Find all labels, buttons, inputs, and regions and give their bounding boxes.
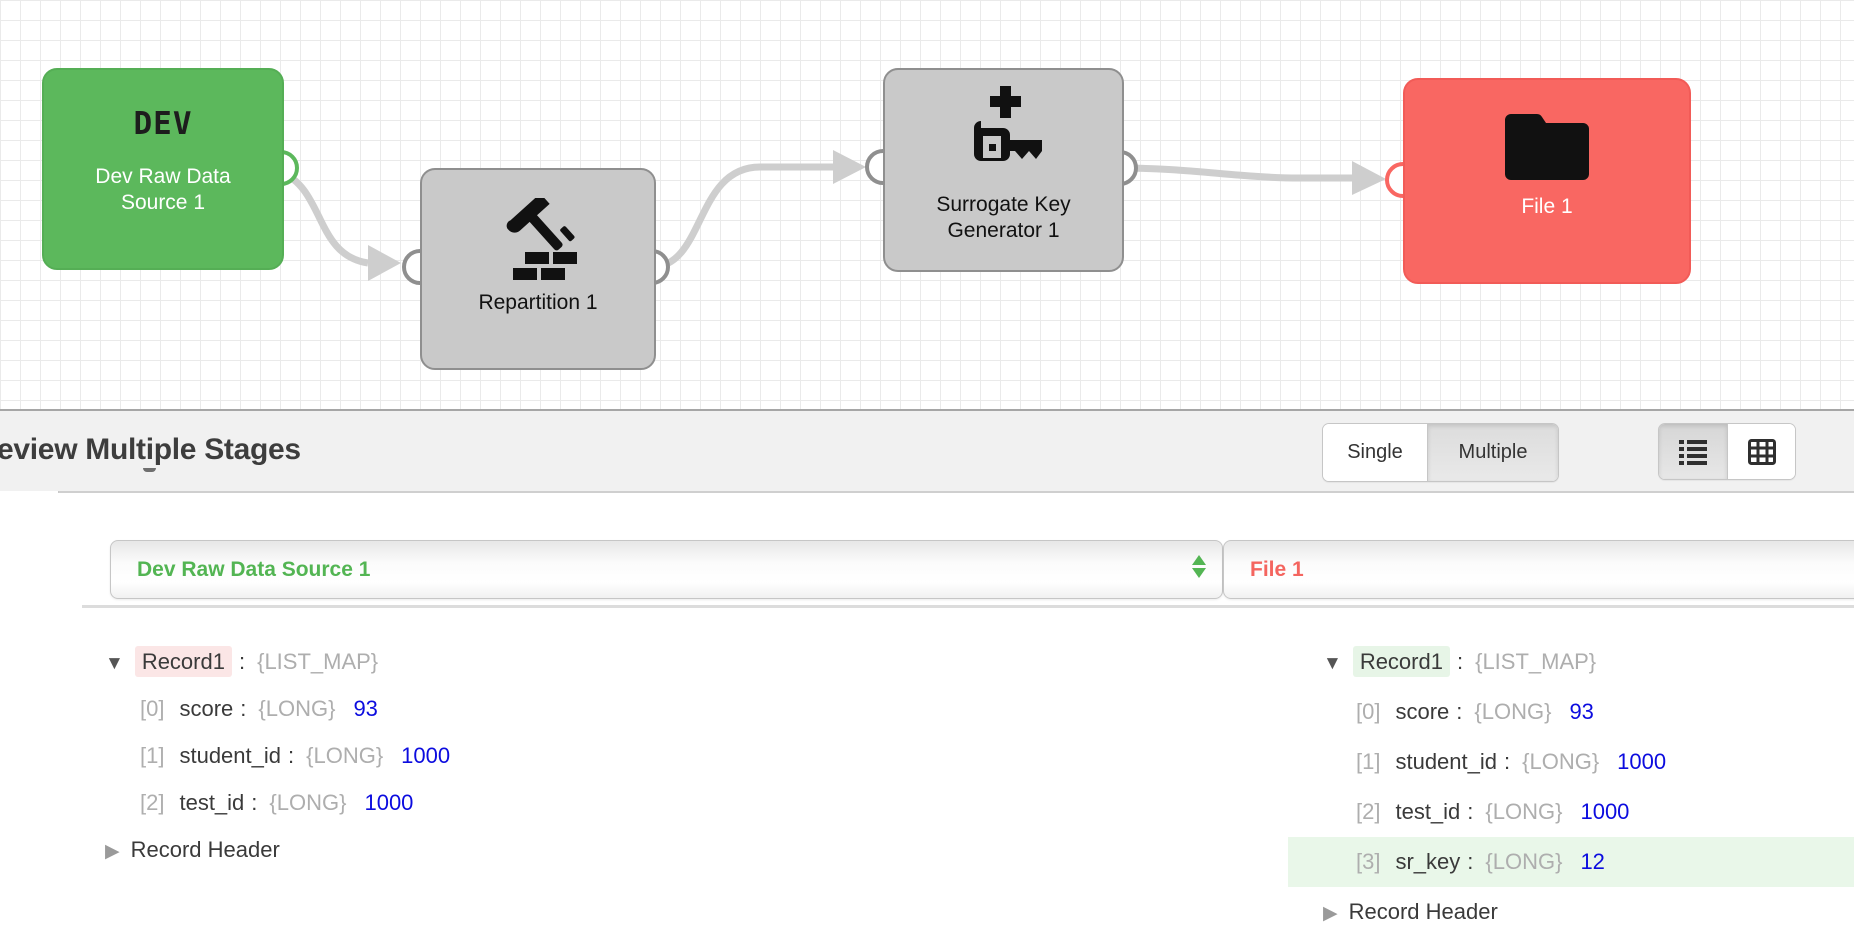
expand-caret-icon[interactable]: ▶ xyxy=(1323,903,1338,924)
multiple-mode-button[interactable]: Multiple xyxy=(1427,424,1558,481)
field-index: [1] xyxy=(140,743,165,768)
caret-down-icon xyxy=(143,468,156,472)
field-value: 93 xyxy=(353,696,378,721)
field-index: [2] xyxy=(140,790,165,815)
panel-divider xyxy=(82,605,1854,608)
connection-wire xyxy=(279,168,369,267)
preview-title: eview Multiple Stages xyxy=(0,433,301,466)
record-type: {LIST_MAP} xyxy=(257,649,379,674)
field-value: 12 xyxy=(1580,849,1605,874)
field-row: [2]test_id:{LONG}1000 xyxy=(1356,799,1630,824)
field-value: 93 xyxy=(1569,699,1594,724)
record-name: Record1 xyxy=(1352,646,1450,677)
stage-label: Dev Raw Data Source 1 xyxy=(95,165,231,214)
single-mode-button[interactable]: Single xyxy=(1323,424,1427,481)
field-row: [0]score:{LONG}93 xyxy=(140,696,378,721)
field-name: test_id xyxy=(179,790,245,815)
right-stage-selector-label: File 1 xyxy=(1250,557,1304,581)
hammer-bricks-icon xyxy=(506,198,577,280)
record-name: Record1 xyxy=(134,646,232,677)
connection-wire xyxy=(651,163,833,271)
record-row[interactable]: ▼Record1:{LIST_MAP} xyxy=(95,638,1095,685)
record-type: {LIST_MAP} xyxy=(1475,649,1597,674)
stage-node-file-destination[interactable]: File 1 xyxy=(1403,78,1691,284)
key-plus-icon xyxy=(973,86,1042,161)
record-row[interactable]: ▼Record1:{LIST_MAP} xyxy=(1288,637,1854,687)
left-stage-selector-label: Dev Raw Data Source 1 xyxy=(137,557,371,581)
record-header-label: Record Header xyxy=(1348,899,1498,924)
stage-label: Surrogate Key Generator 1 xyxy=(936,193,1071,242)
preview-header-bar: eview Multiple Stages Single Multiple xyxy=(0,411,1854,493)
stage-node-dev-raw-data-source[interactable]: DEV Dev Raw Data Source 1 xyxy=(42,68,284,270)
field-index: [2] xyxy=(1356,799,1381,824)
arrowhead-icon xyxy=(368,245,401,281)
preview-mode-toggle: Single Multiple xyxy=(1322,423,1559,482)
field-row: [3]sr_key:{LONG}12 xyxy=(1288,837,1854,887)
left-stage-selector[interactable]: Dev Raw Data Source 1 xyxy=(110,540,1223,599)
record-header-label: Record Header xyxy=(130,837,280,862)
record-header-row[interactable]: ▶ Record Header xyxy=(95,826,1095,873)
stage-label: File 1 xyxy=(1521,195,1573,218)
collapse-caret-icon[interactable]: ▼ xyxy=(105,653,124,674)
field-type: {LONG} xyxy=(258,696,336,721)
arrowhead-icon xyxy=(833,150,866,184)
field-index: [1] xyxy=(1356,749,1381,774)
record-header-row[interactable]: ▶ Record Header xyxy=(1288,887,1854,937)
pipeline-canvas[interactable]: DEV Dev Raw Data Source 1 xyxy=(0,0,1854,411)
field-row: [1]student_id:{LONG}1000 xyxy=(140,743,451,768)
right-stage-selector[interactable]: File 1 xyxy=(1223,540,1854,599)
field-type: {LONG} xyxy=(306,743,384,768)
field-row: [0]score:{LONG}93 xyxy=(1356,699,1594,724)
field-index: [0] xyxy=(140,696,165,721)
field-name: sr_key xyxy=(1395,849,1461,874)
expand-caret-icon[interactable]: ▶ xyxy=(105,841,120,862)
folder-icon xyxy=(1505,114,1589,180)
stage-node-repartition[interactable]: Repartition 1 xyxy=(420,168,656,370)
select-updown-icon xyxy=(1192,555,1206,578)
field-type: {LONG} xyxy=(269,790,347,815)
arrowhead-icon xyxy=(1352,161,1386,195)
field-type: {LONG} xyxy=(1485,849,1563,874)
field-row: [1]student_id:{LONG}1000 xyxy=(1356,749,1667,774)
preview-view-toggle xyxy=(1658,423,1796,480)
table-view-button[interactable] xyxy=(1727,424,1795,479)
stage-node-surrogate-key-generator[interactable]: Surrogate Key Generator 1 xyxy=(883,68,1124,272)
field-type: {LONG} xyxy=(1474,699,1552,724)
field-name: student_id xyxy=(1395,749,1497,774)
field-type: {LONG} xyxy=(1485,799,1563,824)
field-value: 1000 xyxy=(364,790,414,815)
list-view-icon xyxy=(1679,439,1707,465)
list-view-button[interactable] xyxy=(1659,424,1727,479)
field-row: [2]test_id:{LONG}1000 xyxy=(140,790,414,815)
field-name: test_id xyxy=(1395,799,1461,824)
field-name: score xyxy=(1395,699,1450,724)
stage-label: Repartition 1 xyxy=(478,291,598,314)
field-value: 1000 xyxy=(401,743,451,768)
record-tree-left: ▼Record1:{LIST_MAP}[0]score:{LONG}93[1]s… xyxy=(95,638,1095,873)
table-view-icon xyxy=(1747,438,1776,465)
field-value: 1000 xyxy=(1617,749,1667,774)
field-value: 1000 xyxy=(1580,799,1630,824)
field-index: [0] xyxy=(1356,699,1381,724)
record-tree-right: ▼Record1:{LIST_MAP}[0]score:{LONG}93[1]s… xyxy=(1288,637,1854,937)
preview-content: Dev Raw Data Source 1 File 1 ▼Record1:{L… xyxy=(0,493,1854,942)
collapse-caret-icon[interactable]: ▼ xyxy=(1323,653,1342,674)
field-name: student_id xyxy=(179,743,281,768)
dev-stage-logo: DEV xyxy=(133,106,193,142)
field-name: score xyxy=(179,696,234,721)
field-index: [3] xyxy=(1356,849,1381,874)
field-type: {LONG} xyxy=(1522,749,1600,774)
connection-wire xyxy=(1119,164,1352,182)
